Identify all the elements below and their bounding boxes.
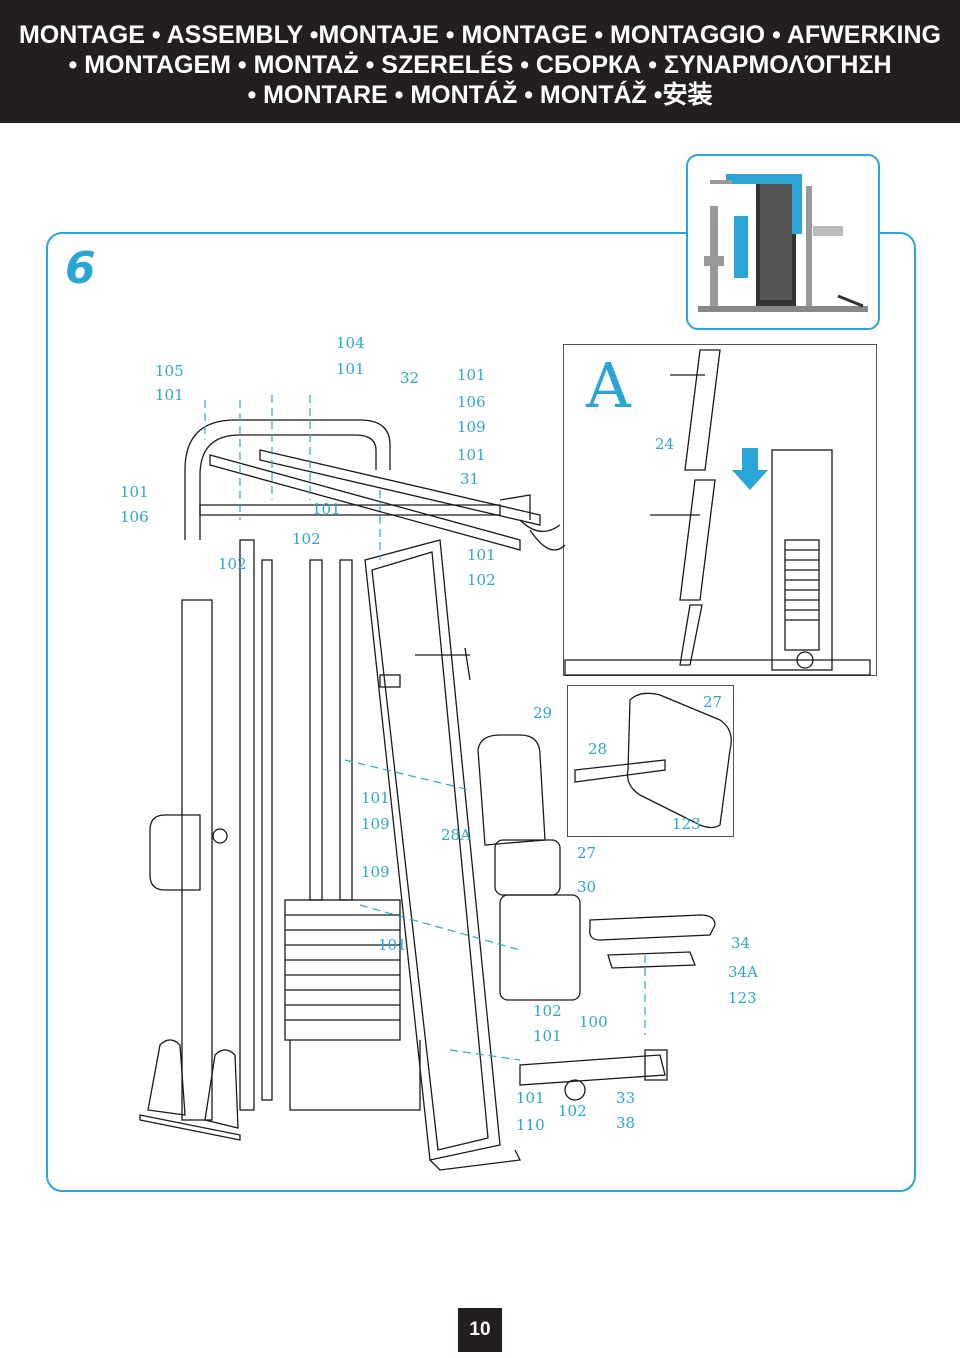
label-101: 101 (155, 386, 184, 404)
label-123: 123 (728, 989, 757, 1007)
title-line-3: • MONTARE • MONTÁŽ • MONTÁŽ •安装 (247, 81, 713, 109)
label-101: 101 (467, 546, 496, 564)
label-31: 31 (460, 470, 479, 488)
step-frame (46, 232, 916, 1192)
label-105: 105 (155, 362, 184, 380)
label-101: 101 (336, 360, 365, 378)
machine-thumbnail-image (698, 174, 868, 312)
page-number: 10 (458, 1308, 502, 1352)
title-line-1: MONTAGE • ASSEMBLY •MONTAJE • MONTAGE • … (18, 21, 941, 49)
label-30: 30 (577, 878, 596, 896)
title-line-2: • MONTAGEM • MONTAŻ • SZERELÉS • СБОРКА … (68, 51, 892, 79)
label-109: 109 (361, 815, 390, 833)
label-27: 27 (703, 693, 722, 711)
label-27: 27 (577, 844, 596, 862)
label-102: 102 (533, 1002, 562, 1020)
label-24: 24 (655, 435, 674, 453)
detail-a-letter: A (586, 349, 631, 422)
label-28: 28 (588, 740, 607, 758)
label-100: 100 (579, 1013, 608, 1031)
label-34A: 34A (728, 963, 758, 981)
label-33: 33 (616, 1089, 635, 1107)
label-28A: 28A (441, 826, 471, 844)
label-101: 101 (361, 789, 390, 807)
label-101: 101 (516, 1089, 545, 1107)
detail-27-box (567, 685, 734, 837)
title-banner: MONTAGE • ASSEMBLY •MONTAJE • MONTAGE • … (0, 0, 960, 123)
label-110: 110 (516, 1116, 545, 1134)
arrow-down-icon (732, 448, 768, 490)
label-101: 101 (312, 500, 341, 518)
label-34: 34 (731, 934, 750, 952)
label-101: 101 (533, 1027, 562, 1045)
label-102: 102 (558, 1102, 587, 1120)
label-109: 109 (361, 863, 390, 881)
label-29: 29 (533, 704, 552, 722)
label-102: 102 (218, 555, 247, 573)
label-104: 104 (336, 334, 365, 352)
label-109: 109 (457, 418, 486, 436)
label-101: 101 (378, 936, 407, 954)
label-106: 106 (120, 508, 149, 526)
label-102: 102 (467, 571, 496, 589)
label-38: 38 (616, 1114, 635, 1132)
step-number: 6 (65, 243, 96, 294)
label-101: 101 (457, 366, 486, 384)
overview-thumbnail (686, 154, 880, 330)
label-106: 106 (457, 393, 486, 411)
label-101: 101 (457, 446, 486, 464)
label-123: 123 (672, 815, 701, 833)
label-102: 102 (292, 530, 321, 548)
label-32: 32 (400, 369, 419, 387)
label-101: 101 (120, 483, 149, 501)
